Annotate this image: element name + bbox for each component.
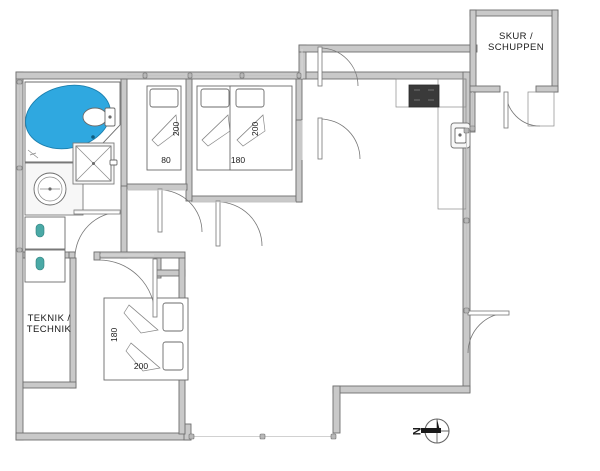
toilet (82, 107, 116, 127)
dimension-single-bed-length: 200 (171, 121, 182, 136)
dimension-lower-bed-length: 200 (133, 361, 149, 371)
threshold-lines (75, 49, 303, 256)
room-label-shed: SKUR / SCHUPPEN (488, 31, 544, 53)
doors (73, 46, 510, 354)
dimension-lower-bed-width: 180 (109, 327, 120, 342)
bed-single-80x200 (146, 85, 182, 171)
dimension-double-bed-width: 180 (230, 155, 246, 165)
dimension-double-bed-length: 200 (250, 121, 261, 136)
room-label-teknik: TEKNIK / TECHNIK (26, 313, 72, 335)
bathroom-fixtures (24, 81, 121, 283)
washing-machine-upper (24, 216, 66, 250)
washing-machine-lower (24, 249, 66, 283)
shower-square (72, 142, 118, 185)
cooktop-stove (408, 84, 440, 108)
compass-north-letter: N (411, 427, 424, 436)
dimension-single-bed-width: 80 (161, 155, 171, 165)
bed-double-right (229, 85, 293, 171)
windows (16, 72, 555, 440)
bed-double-lower-180x200 (103, 297, 189, 381)
compass-rose (421, 418, 450, 444)
kitchen-counter (395, 78, 471, 210)
